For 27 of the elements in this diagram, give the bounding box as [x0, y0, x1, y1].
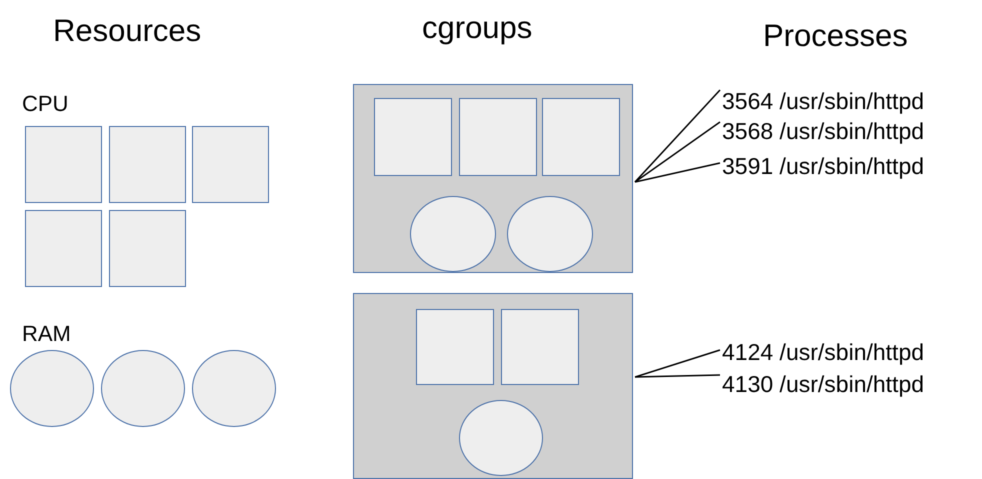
- resource-square: [542, 98, 620, 176]
- resource-square: [374, 98, 452, 176]
- resource-square: [25, 126, 102, 203]
- resource-square: [501, 309, 579, 385]
- resource-square: [109, 126, 186, 203]
- connector-line: [634, 90, 721, 182]
- connector-line: [634, 162, 720, 183]
- cgroup-box: [353, 293, 633, 479]
- resource-square: [192, 126, 269, 203]
- process-label: 3568 /usr/sbin/httpd: [722, 116, 972, 146]
- process-label: 4124 /usr/sbin/httpd: [722, 337, 972, 367]
- column-heading: Processes: [763, 17, 908, 55]
- resource-square: [416, 309, 494, 385]
- process-label: 4130 /usr/sbin/httpd: [722, 369, 972, 399]
- column-heading: Resources: [53, 12, 202, 50]
- resource-square: [25, 210, 102, 287]
- cgroup-box: [353, 84, 633, 273]
- resource-label: CPU: [22, 90, 68, 118]
- connector-line: [634, 374, 720, 378]
- process-label: 3564 /usr/sbin/httpd: [722, 86, 972, 116]
- resource-label: RAM: [22, 320, 71, 348]
- resource-square: [109, 210, 186, 287]
- column-heading: cgroups: [422, 9, 532, 47]
- connector-line: [634, 349, 720, 378]
- process-label: 3591 /usr/sbin/httpd: [722, 151, 972, 181]
- resource-square: [459, 98, 537, 176]
- connector-line: [634, 121, 720, 183]
